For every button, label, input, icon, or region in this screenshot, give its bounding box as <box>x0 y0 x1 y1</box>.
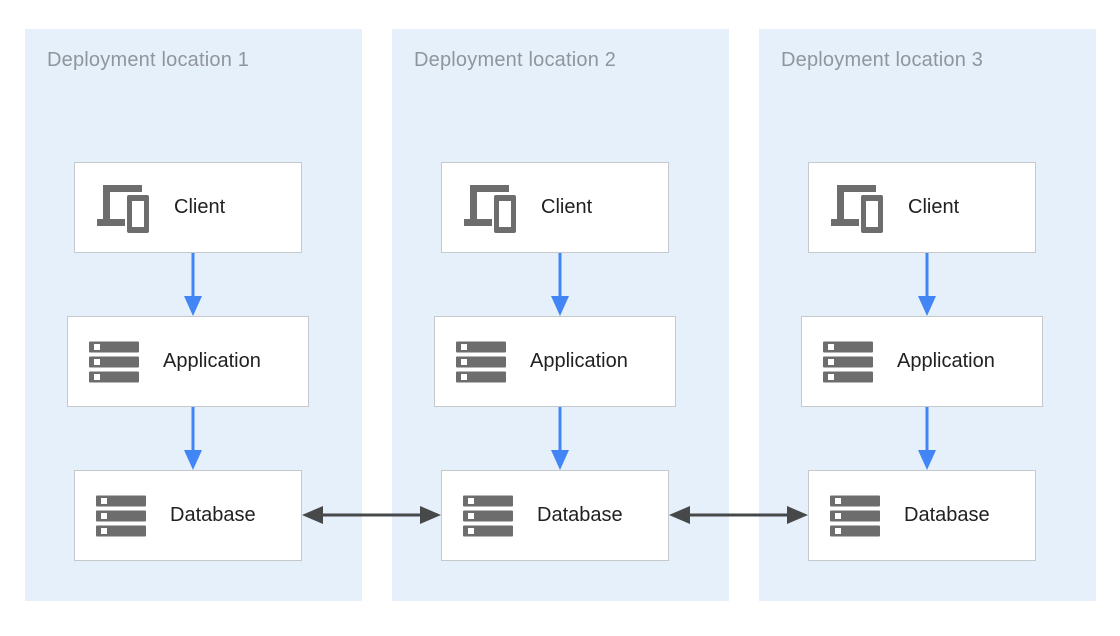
zone-title: Deployment location 2 <box>414 49 617 71</box>
arrow-client-to-application-2 <box>551 253 569 316</box>
node-label: Client <box>908 196 960 218</box>
node-label: Client <box>174 196 226 218</box>
server-stack-icon <box>96 495 146 537</box>
node-label: Application <box>897 350 995 372</box>
zone-title: Deployment location 3 <box>781 49 984 71</box>
node-client-3: Client <box>808 162 1036 253</box>
arrow-application-to-database-3 <box>918 407 936 470</box>
zone-title: Deployment location 1 <box>47 49 250 71</box>
node-database-3: Database <box>808 470 1036 561</box>
devices-icon <box>830 183 884 233</box>
node-label: Database <box>904 504 990 526</box>
devices-icon <box>96 183 150 233</box>
node-database-1: Database <box>74 470 302 561</box>
node-label: Application <box>163 350 261 372</box>
node-application-1: Application <box>67 316 309 407</box>
node-label: Application <box>530 350 628 372</box>
node-client-1: Client <box>74 162 302 253</box>
server-stack-icon <box>823 341 873 383</box>
devices-icon <box>463 183 517 233</box>
node-label: Database <box>537 504 623 526</box>
node-label: Client <box>541 196 593 218</box>
arrow-application-to-database-1 <box>184 407 202 470</box>
node-database-2: Database <box>441 470 669 561</box>
node-client-2: Client <box>441 162 669 253</box>
arrow-application-to-database-2 <box>551 407 569 470</box>
server-stack-icon <box>463 495 513 537</box>
server-stack-icon <box>830 495 880 537</box>
arrow-client-to-application-1 <box>184 253 202 316</box>
deployment-zone-3: Deployment location 3 Client <box>759 29 1096 601</box>
deployment-zone-1: Deployment location 1 Client <box>25 29 362 601</box>
arrow-database2-database3-bidirectional <box>669 506 808 524</box>
server-stack-icon <box>456 341 506 383</box>
arrow-client-to-application-3 <box>918 253 936 316</box>
node-application-2: Application <box>434 316 676 407</box>
arrow-database1-database2-bidirectional <box>302 506 441 524</box>
node-application-3: Application <box>801 316 1043 407</box>
deployment-zone-2: Deployment location 2 Client <box>392 29 729 601</box>
server-stack-icon <box>89 341 139 383</box>
node-label: Database <box>170 504 256 526</box>
